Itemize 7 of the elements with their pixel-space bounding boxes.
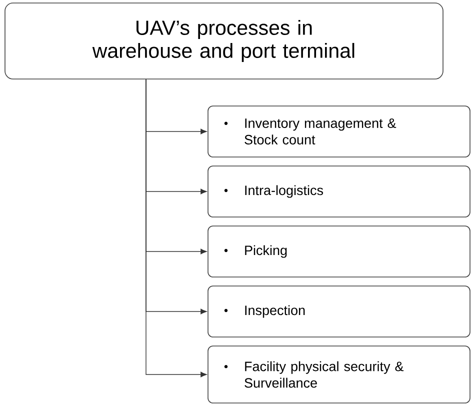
- arrow: [146, 79, 207, 378]
- process-box: Inventory management & Stock count: [208, 106, 470, 158]
- process-box: Inspection: [208, 286, 470, 338]
- process-box: Picking: [208, 226, 470, 278]
- title-box: UAV’s processes in warehouse and port terminal: [4, 2, 444, 80]
- process-box: Intra-logistics: [208, 166, 470, 218]
- process-box: Facility physical security & Surveillance: [208, 346, 470, 404]
